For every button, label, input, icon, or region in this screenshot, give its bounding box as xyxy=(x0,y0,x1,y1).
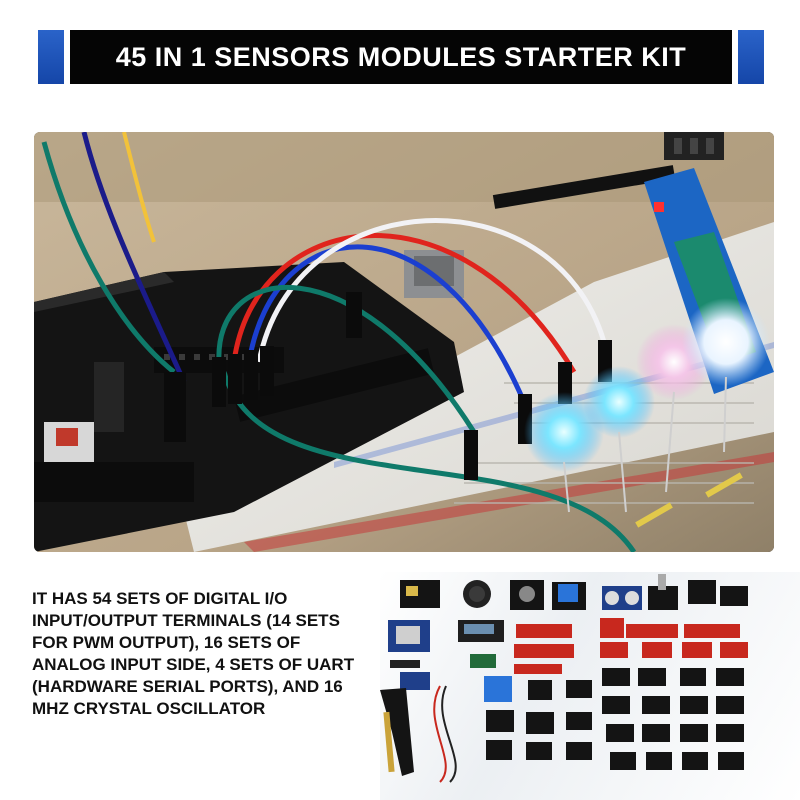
banner-left-gap xyxy=(64,30,70,84)
banner-right-stripe xyxy=(738,30,764,84)
sensor-modules-illustration xyxy=(380,574,748,783)
banner-right-gap xyxy=(732,30,738,84)
banner-left-stripe xyxy=(38,30,64,84)
banner-body: 45 IN 1 SENSORS MODULES STARTER KIT xyxy=(70,30,732,84)
title-banner: 45 IN 1 SENSORS MODULES STARTER KIT xyxy=(38,30,764,84)
hero-photo xyxy=(34,132,774,552)
description-text: IT HAS 54 SETS OF DIGITAL I/O INPUT/OUTP… xyxy=(32,589,355,718)
hero-photo-illustration xyxy=(34,132,774,552)
product-photo xyxy=(380,572,800,800)
page-title: 45 IN 1 SENSORS MODULES STARTER KIT xyxy=(115,41,687,72)
